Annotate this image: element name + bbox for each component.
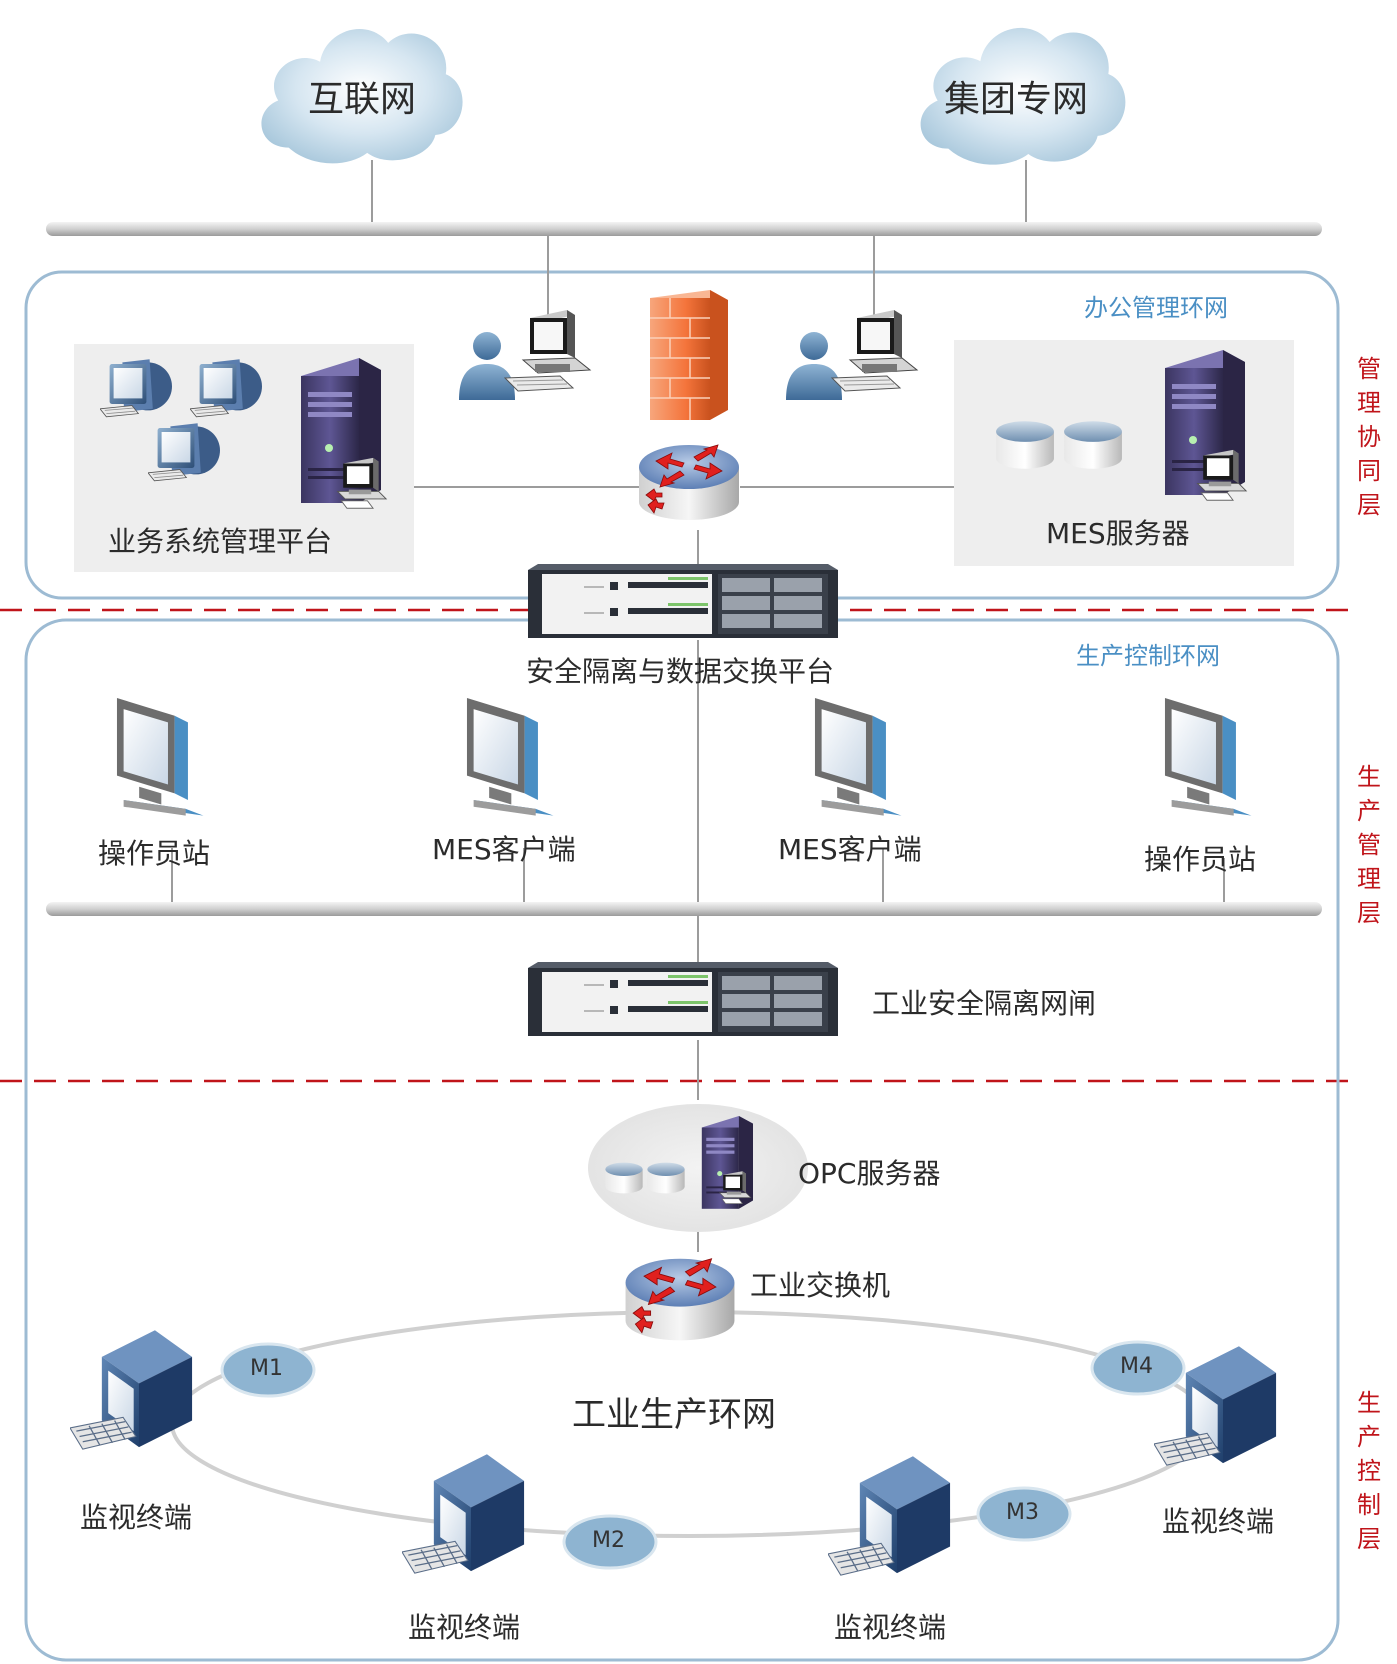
ring-module-m3-label: M3 (1006, 1500, 1039, 1525)
mes-client-label: MES客户端 (778, 833, 922, 866)
office-user-workstation-icon (785, 309, 918, 401)
production-zone-label: 生产控制环网 (1076, 642, 1220, 670)
opc-disk-icon (605, 1162, 643, 1194)
operator-station-label: 操作员站 (98, 837, 211, 870)
monitor-terminal-label: 监视终端 (834, 1611, 947, 1644)
security-platform-rack-icon (528, 564, 838, 638)
office-router-icon (638, 444, 740, 521)
firewall-icon (650, 290, 728, 420)
operator-station-label: 操作员站 (1144, 843, 1257, 876)
opc-disk-icon (647, 1162, 685, 1194)
business-platform-label: 业务系统管理平台 (108, 525, 333, 558)
opc-server-bubble (588, 1104, 808, 1232)
mes-client-monitor-icon (814, 698, 902, 816)
monitor-terminal-label: 监视终端 (408, 1611, 521, 1644)
mes-client-label: MES客户端 (432, 833, 576, 866)
industrial-switch-icon (625, 1258, 735, 1341)
layer-label-management: 管理协同层 (1357, 355, 1381, 519)
mes-server-label: MES服务器 (1046, 517, 1190, 550)
internet-label: 互联网 (308, 79, 417, 120)
mes-client-monitor-icon (466, 698, 554, 816)
monitor-terminal-icon (402, 1454, 525, 1574)
office-zone-label: 办公管理环网 (1084, 294, 1228, 322)
security-platform-label: 安全隔离与数据交换平台 (526, 655, 835, 688)
monitor-terminal-icon (828, 1456, 951, 1576)
ring-module-m1-label: M1 (250, 1356, 283, 1381)
ring-module-m2 (562, 1514, 658, 1570)
monitor-terminal-label: 监视终端 (80, 1501, 193, 1534)
ring-module-m2-label: M2 (592, 1528, 625, 1553)
production-bus (46, 902, 1322, 916)
ring-module-m4-label: M4 (1120, 1354, 1153, 1379)
operator-station-monitor-icon (1164, 698, 1252, 816)
monitor-terminal-label: 监视终端 (1162, 1505, 1275, 1538)
industrial-gateway-rack-icon (528, 962, 838, 1036)
industrial-gateway-label: 工业安全隔离网闸 (872, 987, 1097, 1020)
ring-module-m3 (976, 1486, 1072, 1542)
opc-server-label: OPC服务器 (798, 1157, 941, 1190)
ring-module-m1 (220, 1342, 316, 1398)
top-backbone-bus (46, 222, 1322, 236)
industrial-switch-label: 工业交换机 (750, 1269, 891, 1302)
office-user-workstation-icon (458, 309, 591, 401)
ring-network-label: 工业生产环网 (572, 1395, 776, 1435)
mes-disk-icon (1064, 421, 1122, 469)
operator-station-monitor-icon (116, 698, 204, 816)
ring-module-m4 (1090, 1340, 1186, 1396)
layer-label-production-management: 生产管理层 (1357, 763, 1381, 927)
layer-label-production-control: 生产控制层 (1357, 1389, 1381, 1553)
group-network-label: 集团专网 (944, 79, 1089, 120)
mes-disk-icon (996, 421, 1054, 469)
